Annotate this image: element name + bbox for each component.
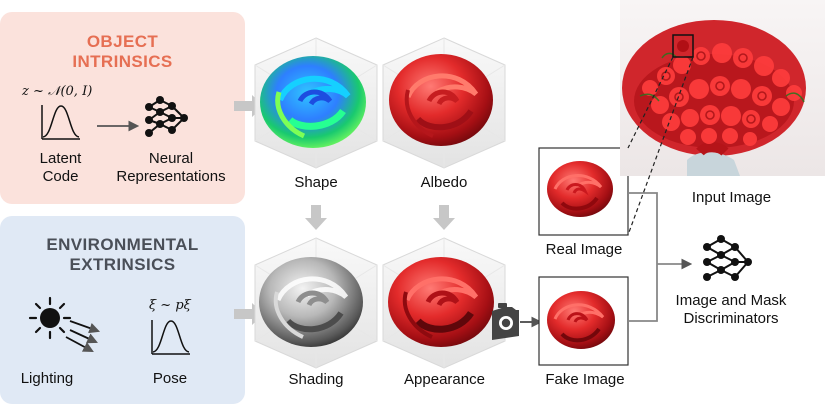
input-image-label: Input Image xyxy=(691,189,772,206)
real-image-frame xyxy=(538,147,629,236)
lighting-label: Lighting xyxy=(20,370,74,387)
discriminator-label: Image and Mask Discriminators xyxy=(662,292,800,328)
object-intrinsics-title-line1: OBJECT xyxy=(86,32,159,51)
appearance-label: Appearance xyxy=(404,371,485,388)
pose-chart xyxy=(151,320,190,355)
pose-label: Pose xyxy=(152,370,188,387)
neural-label-line2: Representations xyxy=(116,168,226,185)
arrow-albedo-to-appearance xyxy=(433,205,455,230)
discriminator-connectors xyxy=(628,192,693,322)
neural-label-line1: Neural xyxy=(148,150,194,167)
shape-label: Shape xyxy=(294,174,338,191)
environmental-extrinsics-title-line1: ENVIRONMENTAL xyxy=(46,235,199,254)
discriminator-label-line2: Discriminators xyxy=(683,310,779,327)
zoom-lines xyxy=(627,56,694,236)
discriminator-network-icon xyxy=(703,235,752,281)
pose-formula: ξ ~ pξ xyxy=(149,298,191,313)
neural-representations-label: Neural Representations xyxy=(103,150,239,186)
discriminator-label-line1: Image and Mask xyxy=(675,292,787,309)
lighting-icon xyxy=(28,296,101,353)
object-intrinsics-title: OBJECT INTRINSICS xyxy=(0,32,245,71)
object-intrinsics-panel xyxy=(0,12,245,204)
latent-label-line1: Latent xyxy=(39,150,82,167)
shading-rose-image xyxy=(259,257,363,347)
camera-icon xyxy=(492,303,519,340)
latent-code-chart xyxy=(41,105,80,140)
fake-image-frame xyxy=(538,276,629,366)
latent-code-label: Latent Code xyxy=(29,150,92,186)
environmental-extrinsics-panel xyxy=(0,216,245,404)
environmental-extrinsics-title-line2: EXTRINSICS xyxy=(69,254,176,274)
arrow-shape-to-shading xyxy=(305,205,327,230)
albedo-rose-image xyxy=(389,54,493,146)
real-image-label: Real Image xyxy=(545,241,623,258)
shading-label: Shading xyxy=(288,371,344,388)
object-intrinsics-title-line2: INTRINSICS xyxy=(72,51,173,71)
neural-network-icon xyxy=(145,96,188,137)
shape-rose-image xyxy=(260,56,366,148)
environmental-extrinsics-title: ENVIRONMENTAL EXTRINSICS xyxy=(0,235,245,274)
fake-image-label: Fake Image xyxy=(545,371,625,388)
input-image-bouquet xyxy=(620,0,825,176)
albedo-label: Albedo xyxy=(420,174,468,191)
latent-formula: z ~ 𝒩(0, I) xyxy=(22,84,93,99)
appearance-rose-image xyxy=(388,257,494,347)
latent-label-line2: Code xyxy=(42,168,79,185)
